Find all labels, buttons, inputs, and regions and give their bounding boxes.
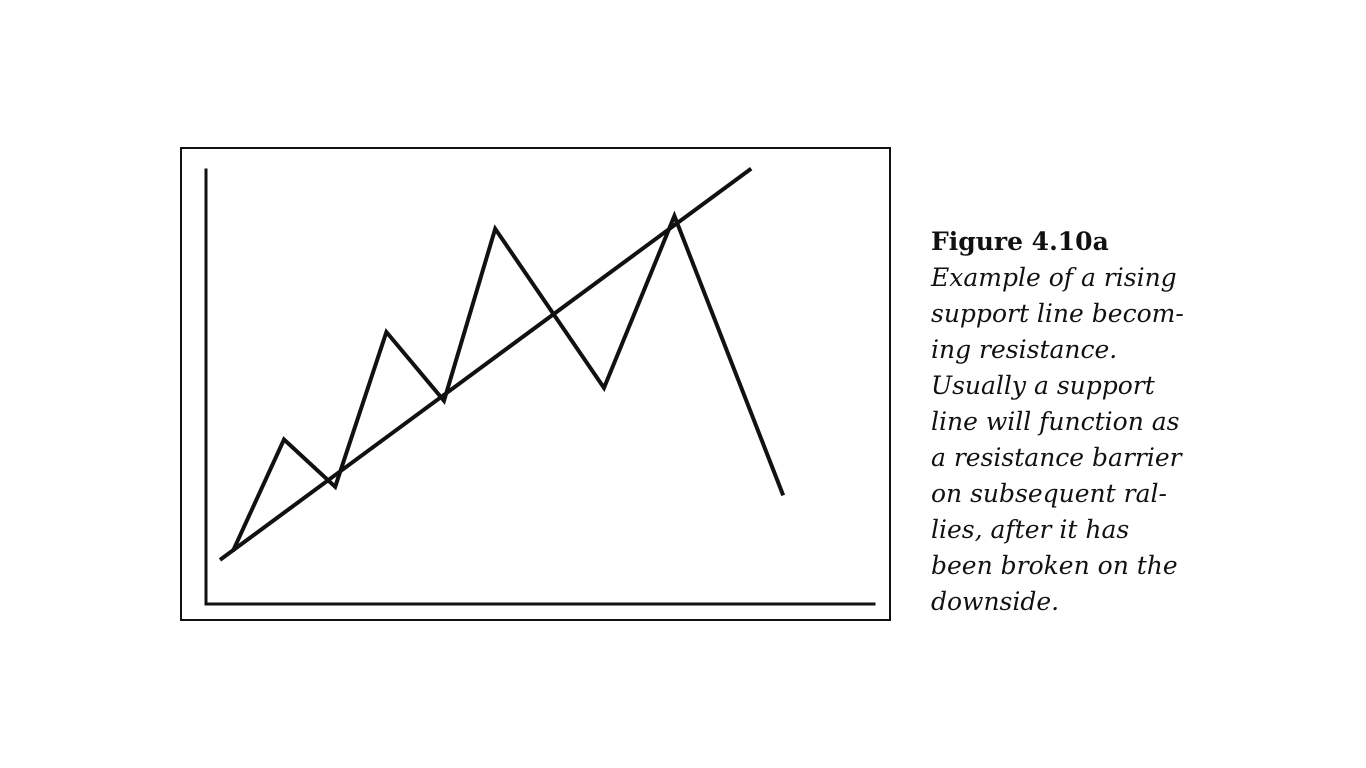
- figure-caption: Figure 4.10a Example of a rising support…: [931, 224, 1231, 620]
- caption-line: support line becom-: [931, 299, 1184, 328]
- caption-line: ing resistance.: [931, 335, 1118, 364]
- caption-line: downside.: [931, 587, 1060, 616]
- figure-title: Figure 4.10a: [931, 227, 1109, 256]
- caption-line: a resistance barrier: [931, 443, 1182, 472]
- price-line: [230, 210, 786, 553]
- caption-line: line will function as: [931, 407, 1180, 436]
- chart-frame: [180, 147, 891, 621]
- support-resistance-line: [218, 166, 753, 562]
- caption-line: Example of a rising: [931, 263, 1177, 292]
- caption-line: been broken on the: [931, 551, 1178, 580]
- caption-line: lies, after it has: [931, 515, 1130, 544]
- caption-line: Usually a support: [931, 371, 1155, 400]
- caption-line: on subsequent ral-: [931, 479, 1167, 508]
